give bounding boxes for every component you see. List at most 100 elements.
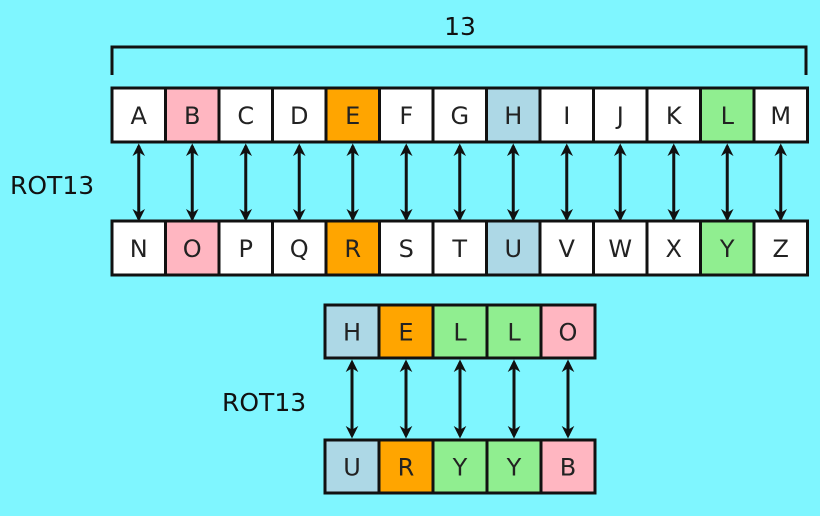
alphabet-bottom-cell-letter: V: [559, 235, 576, 263]
alphabet-top-cell-f: F: [378, 86, 435, 144]
ciphertext-cell-letter: U: [343, 454, 361, 482]
alphabet-top-cell-box: [485, 86, 542, 144]
ciphertext-cell-letter: Y: [452, 454, 468, 482]
alphabet-top-cell-letter: A: [131, 102, 148, 130]
alphabet-bottom-cell-letter: R: [344, 235, 361, 263]
alphabet-top-cell-box: [164, 86, 221, 144]
alphabet-bottom-cell-letter: X: [666, 235, 682, 263]
alphabet-bottom-cell-y: Y: [699, 219, 756, 277]
alphabet-top-cell-letter: M: [770, 102, 791, 130]
alphabet-top-cell-d: D: [271, 86, 328, 144]
alphabet-top-cell-box: [431, 86, 488, 144]
alphabet-top-cell-box: [592, 86, 649, 144]
alphabet-top-cell-box: [538, 86, 595, 144]
alphabet-top-cell-i: I: [538, 86, 595, 144]
alphabet-bottom-cell-box: [592, 219, 649, 277]
alphabet-bottom-cell-letter: Y: [719, 235, 735, 263]
alphabet-bottom-cell-box: [378, 219, 435, 277]
plaintext-cell-letter: L: [507, 319, 521, 347]
alphabet-top-cell-j: J: [592, 86, 649, 144]
alphabet-top-cell-letter: J: [615, 102, 624, 130]
alphabet-top-cell-letter: C: [237, 102, 254, 130]
plaintext-cell-o: O: [539, 303, 597, 360]
plaintext-cell-box: [539, 303, 597, 360]
alphabet-first-half: A B C D E F G H I J K L M: [110, 86, 809, 144]
alphabet-bottom-cell-box: [645, 219, 702, 277]
alphabet-top-cell-g: G: [431, 86, 488, 144]
alphabet-bottom-cell-letter: Q: [290, 235, 309, 263]
ciphertext-cell-y: Y: [431, 438, 489, 495]
alphabet-bottom-cell-letter: U: [504, 235, 522, 263]
alphabet-bottom-cell-box: [752, 219, 809, 277]
ciphertext-cell-letter: B: [560, 454, 576, 482]
alphabet-bottom-cell-box: [485, 219, 542, 277]
alphabet-top-cell-e: E: [324, 86, 381, 144]
plaintext-cell-l: L: [431, 303, 489, 360]
ciphertext-cell-letter: Y: [506, 454, 522, 482]
plaintext-cell-letter: E: [398, 319, 413, 347]
alphabet-bottom-cell-box: [271, 219, 328, 277]
alphabet-top-cell-box: [324, 86, 381, 144]
ciphertext-cell-b: B: [539, 438, 597, 495]
example-mapping-arrows: [345, 359, 575, 439]
alphabet-top-cell-box: [378, 86, 435, 144]
alphabet-top-cell-letter: G: [450, 102, 469, 130]
alphabet-top-cell-a: A: [110, 86, 167, 144]
alphabet-top-cell-letter: L: [721, 102, 735, 130]
alphabet-bottom-cell-t: T: [431, 219, 488, 277]
alphabet-bottom-cell-u: U: [485, 219, 542, 277]
alphabet-top-cell-letter: I: [563, 102, 570, 130]
ciphertext-cell-y: Y: [485, 438, 543, 495]
plaintext-cell-box: [323, 303, 381, 360]
alphabet-bottom-cell-box: [164, 219, 221, 277]
alphabet-bottom-cell-letter: P: [239, 235, 253, 263]
alphabet-bottom-cell-letter: N: [130, 235, 148, 263]
shift-bracket: [110, 45, 808, 75]
alphabet-bottom-cell-letter: S: [399, 235, 414, 263]
alphabet-bottom-cell-letter: W: [608, 235, 632, 263]
alphabet-top-cell-l: L: [699, 86, 756, 144]
alphabet-top-cell-k: K: [645, 86, 702, 144]
alphabet-bottom-cell-q: Q: [271, 219, 328, 277]
alphabet-top-cell-letter: F: [399, 102, 413, 130]
alphabet-top-cell-box: [645, 86, 702, 144]
alphabet-bottom-cell-n: N: [110, 219, 167, 277]
alphabet-top-cell-letter: B: [184, 102, 200, 130]
alphabet-top-cell-box: [752, 86, 809, 144]
alphabet-top-cell-h: H: [485, 86, 542, 144]
alphabet-bottom-cell-p: P: [217, 219, 274, 277]
alphabet-rot-label: ROT13: [10, 171, 94, 200]
alphabet-bottom-cell-w: W: [592, 219, 649, 277]
ciphertext-cell-box: [323, 438, 381, 495]
alphabet-mapping-arrows: [132, 143, 788, 222]
alphabet-top-cell-letter: D: [290, 102, 308, 130]
alphabet-top-cell-b: B: [164, 86, 221, 144]
plaintext-cell-letter: H: [343, 319, 361, 347]
shift-label: 13: [444, 12, 476, 41]
alphabet-top-cell-m: M: [752, 86, 809, 144]
alphabet-top-cell-letter: E: [345, 102, 360, 130]
alphabet-bottom-cell-letter: T: [451, 235, 467, 263]
plaintext-cell-letter: O: [559, 319, 578, 347]
alphabet-bottom-cell-r: R: [324, 219, 381, 277]
alphabet-top-cell-letter: K: [666, 102, 683, 130]
alphabet-top-cell-c: C: [217, 86, 274, 144]
ciphertext-cell-u: U: [323, 438, 381, 495]
alphabet-bottom-cell-box: [324, 219, 381, 277]
alphabet-top-cell-box: [271, 86, 328, 144]
alphabet-bottom-cell-letter: O: [183, 235, 202, 263]
alphabet-second-half: N O P Q R S T U V W X Y Z: [110, 219, 809, 277]
alphabet-bottom-cell-o: O: [164, 219, 221, 277]
plaintext-cell-letter: L: [453, 319, 467, 347]
plaintext-cell-h: H: [323, 303, 381, 360]
plaintext-cell-e: E: [377, 303, 435, 360]
alphabet-bottom-cell-letter: Z: [773, 235, 789, 263]
alphabet-top-cell-letter: H: [504, 102, 522, 130]
alphabet-bottom-cell-box: [538, 219, 595, 277]
alphabet-bottom-cell-x: X: [645, 219, 702, 277]
plaintext-cell-l: L: [485, 303, 543, 360]
alphabet-bottom-cell-s: S: [378, 219, 435, 277]
